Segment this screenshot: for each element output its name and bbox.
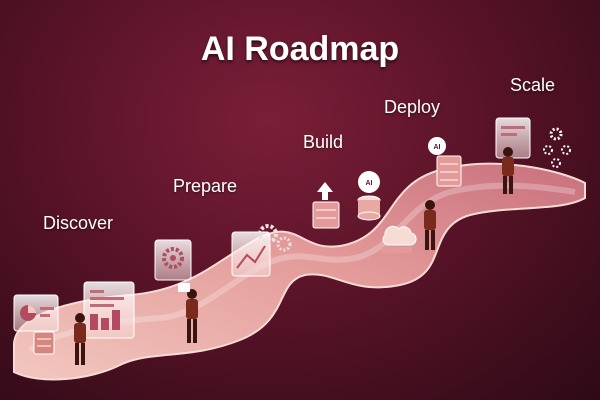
person-figure — [178, 283, 198, 343]
stage-label-build: Build — [303, 132, 344, 152]
cloud-icon — [382, 225, 417, 246]
person-figure — [502, 147, 514, 194]
ai-chip-icon — [358, 171, 380, 193]
gear-icon — [543, 145, 553, 155]
page-title: AI Roadmap — [200, 30, 400, 68]
prepare-station — [154, 224, 292, 343]
road-highlight — [28, 182, 576, 353]
person-figure — [74, 313, 86, 365]
stage-label-prepare: Prepare — [173, 176, 238, 196]
gear-icon — [162, 247, 184, 269]
ai-badge-text: AI — [366, 180, 373, 187]
server-icon — [33, 331, 55, 355]
deploy-station: AI — [424, 137, 462, 250]
build-station: AI — [312, 171, 417, 253]
tablet-icon — [178, 283, 190, 292]
gear-icon — [276, 236, 292, 252]
winding-road — [13, 162, 586, 381]
stage-label-deploy: Deploy — [384, 97, 441, 117]
server-stack-icon — [436, 155, 462, 187]
gear-icon — [561, 145, 571, 155]
ai-badge-text: AI — [434, 144, 441, 151]
scale-station — [495, 117, 571, 194]
stage-label-discover: Discover — [43, 213, 114, 233]
upload-arrow-icon — [317, 182, 333, 200]
gear-icon — [549, 127, 563, 141]
gear-icon — [551, 158, 561, 168]
data-panel — [231, 231, 271, 277]
discover-station — [13, 281, 135, 365]
ai-chip-icon — [428, 137, 446, 155]
gear-icon — [258, 224, 278, 244]
server-stack-icon — [312, 201, 340, 229]
person-figure — [424, 200, 436, 250]
stage-label-scale: Scale — [510, 75, 556, 95]
